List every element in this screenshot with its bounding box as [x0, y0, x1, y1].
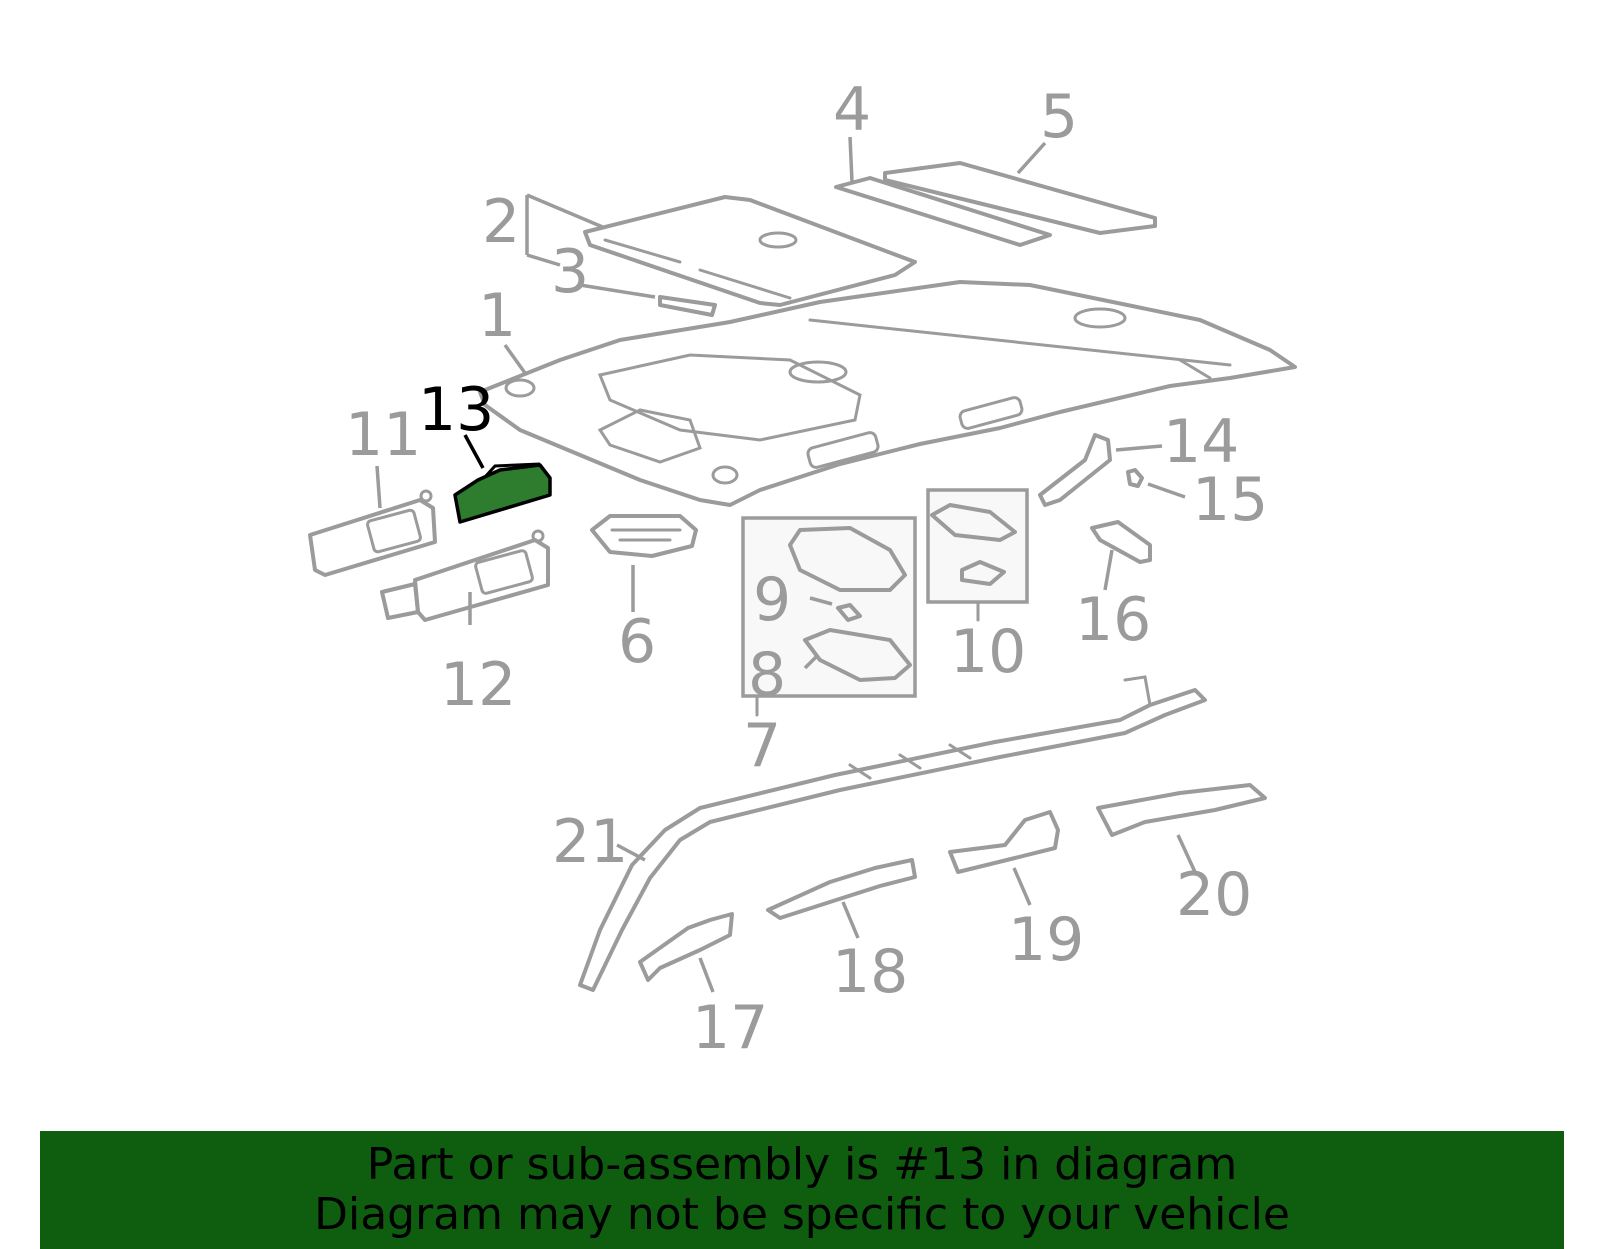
- callout-14[interactable]: 14: [1163, 407, 1239, 477]
- callout-9[interactable]: 9: [753, 565, 791, 635]
- callout-labels: 1 2 3 4 5 6 7 8 9 10 11 12 13 14 15 16 1…: [345, 75, 1268, 1063]
- part-21-curtain-airbag[interactable]: [578, 675, 1207, 992]
- callout-20[interactable]: 20: [1176, 860, 1252, 930]
- banner-line-part: Part or sub-assembly is #13 in diagram: [366, 1139, 1238, 1190]
- callout-18[interactable]: 18: [832, 937, 908, 1007]
- callout-16[interactable]: 16: [1075, 585, 1151, 655]
- part-1-headliner[interactable]: [478, 280, 1297, 507]
- part-20-bracket[interactable]: [1096, 783, 1267, 837]
- callout-13-highlighted[interactable]: 13: [418, 375, 494, 445]
- callout-5[interactable]: 5: [1040, 82, 1078, 152]
- part-10-lamp[interactable]: [930, 503, 1017, 542]
- callout-6[interactable]: 6: [618, 607, 656, 677]
- part-16-bracket[interactable]: [1090, 520, 1152, 564]
- callout-10[interactable]: 10: [950, 617, 1026, 687]
- callout-15[interactable]: 15: [1192, 465, 1268, 535]
- banner-line-disclaimer: Diagram may not be specific to your vehi…: [314, 1189, 1290, 1240]
- callout-11[interactable]: 11: [345, 400, 421, 470]
- leader-lines: [375, 136, 1197, 993]
- part-14-handle[interactable]: [1038, 433, 1112, 507]
- part-9-bulb[interactable]: [836, 603, 862, 622]
- part-5-panel[interactable]: [883, 161, 1157, 235]
- callout-7[interactable]: 7: [743, 711, 781, 781]
- part-17-bracket[interactable]: [638, 912, 734, 982]
- part-18-bracket[interactable]: [766, 858, 917, 920]
- part-7-lamp[interactable]: [788, 526, 907, 592]
- callout-4[interactable]: 4: [833, 75, 871, 145]
- callout-1[interactable]: 1: [478, 281, 516, 351]
- callout-12[interactable]: 12: [440, 650, 516, 720]
- part-11-visor[interactable]: [308, 489, 437, 577]
- part-4-strip[interactable]: [834, 176, 1052, 247]
- callout-21[interactable]: 21: [552, 807, 628, 877]
- part-8-lens[interactable]: [803, 628, 912, 682]
- callout-8[interactable]: 8: [748, 640, 786, 710]
- part-15-clip[interactable]: [1126, 468, 1144, 488]
- parts-diagram: 1 2 3 4 5 6 7 8 9 10 11 12 13 14 15 16 1…: [308, 75, 1297, 1063]
- callout-3[interactable]: 3: [551, 237, 589, 307]
- callout-2[interactable]: 2: [482, 187, 520, 257]
- part-13-highlighted[interactable]: [453, 462, 552, 524]
- part-19-bracket[interactable]: [948, 810, 1060, 874]
- callout-17[interactable]: 17: [692, 993, 768, 1063]
- part-2-panel[interactable]: [583, 195, 917, 307]
- info-banner: Part or sub-assembly is #13 in diagram D…: [40, 1131, 1564, 1249]
- part-6-console[interactable]: [590, 514, 698, 558]
- callout-19[interactable]: 19: [1008, 905, 1084, 975]
- part-12-visor[interactable]: [380, 529, 550, 622]
- part-3-strip[interactable]: [658, 295, 717, 317]
